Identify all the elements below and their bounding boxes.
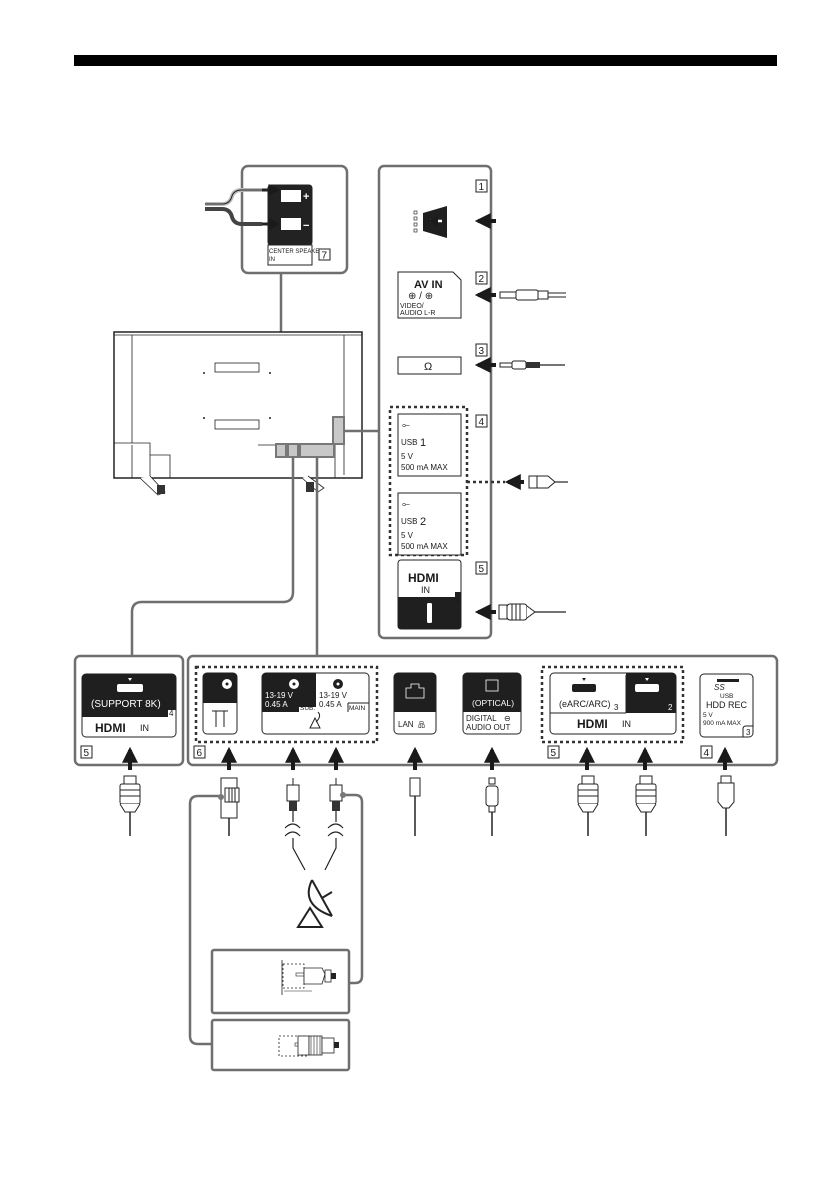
usb-icon: ⟜ [402,499,410,510]
coax-cable-plug [220,777,240,836]
badge-5: 5 [84,748,90,759]
hdmi-port-3-number: 3 [614,703,619,712]
usb1-current: 500 mA MAX [401,463,448,472]
av-in-line1: VIDEO/ [400,303,424,310]
usb3-current: 900 mA MAX [703,720,742,727]
satellite-port-group[interactable]: 13-19 V 0.45 A SUB. 13-19 V 0.45 A MAIN [261,672,370,735]
lan-port[interactable]: LAN 品 [393,672,437,735]
audio-out-label: AUDIO OUT [466,723,511,732]
usb1-voltage: 5 V [401,452,414,461]
lan-label: LAN [398,720,414,729]
hdmi-3-2-ports[interactable]: (eARC/ARC) 3 2 HDMI IN [549,672,677,735]
hdmi-cable-plug [635,775,657,836]
earc-label: (eARC/ARC) [559,699,611,709]
badge-4: 4 [479,417,485,428]
hdmi-in-label: IN [622,719,631,729]
usb3-voltage: 5 V [703,712,713,719]
av-in-glyph: ⊕ / ⊕ [408,291,433,302]
badge-1: 1 [479,182,485,193]
center-speaker-panel: + − CENTER SPEAKER IN 7 [205,164,349,275]
hdmi-cable-plug [577,775,599,836]
usb-ports-group[interactable]: 4 ⟜ USB 1 5 V 500 mA MAX ⟜ USB 2 5 V 500… [388,405,568,557]
badge-5: 5 [479,564,485,575]
satellite-dish-icon [296,879,333,928]
satellite-cable-plug-sub [284,778,306,871]
usb-hdd-rec-port[interactable]: SS USB HDD REC 5 V 900 mA MAX 3 [699,673,754,738]
optical-label: (OPTICAL) [472,698,514,708]
superspeed-logo: SS [714,683,725,692]
usb-icon: ⟜ [402,420,410,431]
sat-main-tag: MAIN [349,705,366,712]
badge-5: 5 [551,748,557,759]
badge-2: 2 [479,274,485,285]
network-icon: 品 [418,721,425,729]
optical-audio-out-port[interactable]: (OPTICAL) DIGITAL AUDIO OUT ⊖ [462,672,522,735]
output-icon: ⊖ [504,714,511,723]
sat-sub-current: 0.45 A [265,700,288,709]
usb-label: USB [720,693,733,700]
usb2-current: 500 mA MAX [401,542,448,551]
av-in-port[interactable]: 2 AV IN ⊕ / ⊕ VIDEO/ AUDIO L-R [397,271,566,319]
terrestrial-antenna-port[interactable] [202,672,238,735]
badge-7: 7 [322,251,328,262]
bottom-right-panel: 6 13-19 V 0.45 A SUB. 13-19 V 0.45 A MAI… [186,654,779,770]
plus-label: + [303,191,309,203]
digital-label: DIGITAL [466,714,497,723]
sat-main-voltage: 13-19 V [319,691,348,700]
hdmi-in-label: IN [421,585,430,595]
center-speaker-label-2: IN [269,257,275,263]
hdmi-1-port[interactable]: 5 HDMI IN 1 [397,559,566,630]
cam-slot-port[interactable]: 1 [413,179,496,238]
center-speaker-label: CENTER SPEAKER [269,249,324,255]
side-panel: 1 2 AV IN ⊕ / ⊕ VIDEO/ AUDIO L-R [377,164,568,640]
hdmi-logo: HDMI [95,721,126,735]
av-in-title: AV IN [414,279,443,291]
section-header-bar [74,55,777,66]
sat-main-current: 0.45 A [319,700,342,709]
sat-sub-tag: SUB. [300,705,315,712]
hdmi-4-port[interactable]: (SUPPORT 8K) 4 HDMI IN [81,673,177,738]
usb2-label: USB [401,517,417,526]
headphone-port[interactable]: 3 Ω [397,343,565,375]
sat-sub-voltage: 13-19 V [265,691,294,700]
usb-cable-plug [717,775,735,836]
hdmi-cable-plug [119,775,141,836]
usb2-voltage: 5 V [401,531,414,540]
f-connector-detail [210,948,351,1015]
support-8k-label: (SUPPORT 8K) [91,699,161,710]
bottom-left-panel: (SUPPORT 8K) 4 HDMI IN 5 [73,654,185,770]
hdmi-in-label: IN [140,723,149,733]
hdmi-logo: HDMI [577,717,608,731]
hdmi-port-number: 1 [455,597,460,606]
iec-connector-detail [210,1018,351,1072]
badge-4: 4 [704,748,710,759]
av-in-line2: AUDIO L-R [400,310,435,317]
optical-cable-plug [485,777,499,836]
badge-6: 6 [197,748,203,759]
hdmi-logo: HDMI [408,571,439,585]
hdmi-port-4-number: 4 [169,709,174,718]
hdmi-port-2-number: 2 [668,703,673,712]
headphone-icon: Ω [424,361,432,373]
badge-3: 3 [479,346,485,357]
usb3-port-number: 3 [746,728,751,737]
lan-cable-plug [409,777,421,836]
usb1-label: USB [401,438,417,447]
satellite-cable-plug-main [324,778,344,871]
minus-label: − [303,220,309,232]
usb1-number: 1 [420,437,426,449]
tv-rear-illustration [113,331,363,496]
hdd-rec-label: HDD REC [706,700,748,710]
usb2-number: 2 [420,516,426,528]
